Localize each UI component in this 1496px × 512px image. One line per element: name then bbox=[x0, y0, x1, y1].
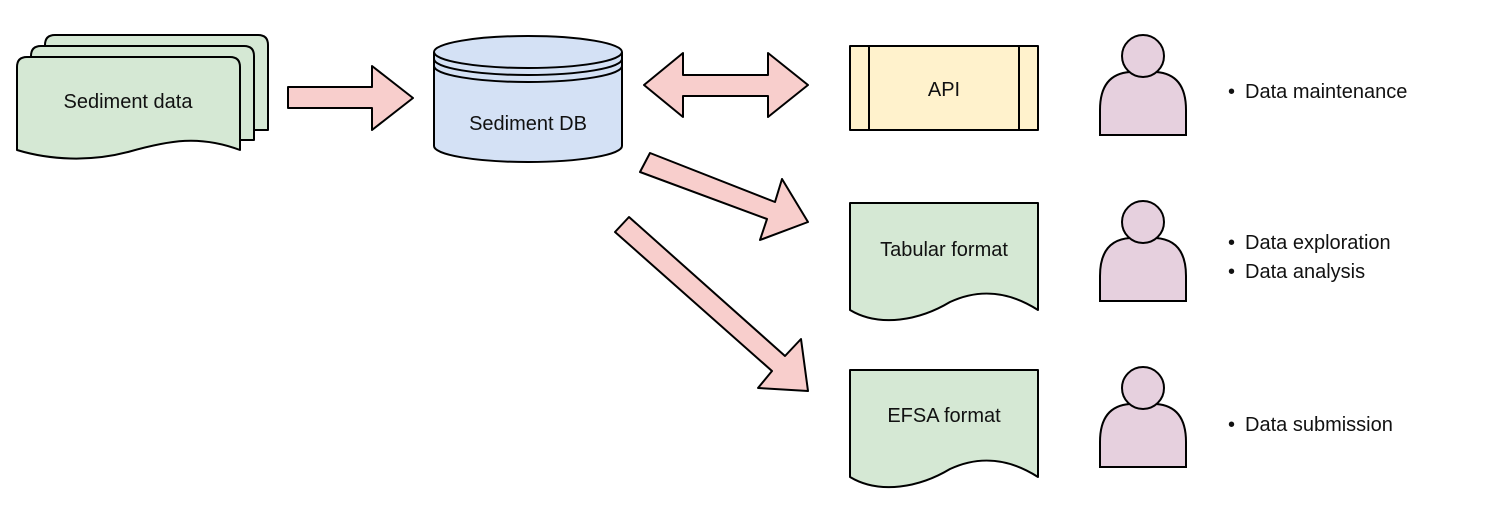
database-top-rim-3 bbox=[433, 65, 623, 83]
api-label: API bbox=[928, 79, 960, 101]
efsa-format-node[interactable]: EFSA format bbox=[849, 369, 1039, 489]
person-body bbox=[1099, 71, 1187, 136]
double-arrow-db-api bbox=[643, 52, 809, 118]
person-icon bbox=[1099, 366, 1187, 468]
sediment-data-node[interactable]: Sediment data bbox=[16, 34, 269, 160]
user-0-bullets: •Data maintenance bbox=[1228, 81, 1407, 103]
arrow-db-to-efsa bbox=[614, 216, 809, 392]
database-top-rim-2 bbox=[433, 58, 623, 76]
person-body bbox=[1099, 237, 1187, 302]
database-body bbox=[433, 35, 623, 163]
api-node[interactable]: API bbox=[849, 45, 1039, 131]
tabular-document-shape bbox=[849, 202, 1039, 322]
person-head bbox=[1121, 34, 1165, 78]
bullet-item: •Data exploration bbox=[1228, 232, 1391, 254]
bullet-item: •Data maintenance bbox=[1228, 81, 1407, 103]
arrow-data-to-db bbox=[287, 65, 414, 131]
database-top-rim-1 bbox=[433, 51, 623, 69]
efsa-format-label: EFSA format bbox=[887, 405, 1001, 427]
api-box bbox=[849, 45, 1039, 131]
person-body bbox=[1099, 403, 1187, 468]
sediment-data-label: Sediment data bbox=[64, 91, 194, 113]
person-head bbox=[1121, 366, 1165, 410]
document-front-layer bbox=[16, 56, 241, 160]
arrow-db-to-tabular bbox=[639, 152, 809, 241]
sediment-db-node[interactable]: Sediment DB bbox=[433, 35, 623, 163]
user-1-bullets: •Data exploration •Data analysis bbox=[1228, 232, 1391, 283]
person-icon bbox=[1099, 34, 1187, 136]
sediment-db-label: Sediment DB bbox=[469, 113, 587, 135]
user-2-bullets: •Data submission bbox=[1228, 414, 1393, 436]
person-icon bbox=[1099, 200, 1187, 302]
bullet-item: •Data submission bbox=[1228, 414, 1393, 436]
efsa-document-shape bbox=[849, 369, 1039, 489]
bullet-item: •Data analysis bbox=[1228, 261, 1365, 283]
tabular-format-label: Tabular format bbox=[880, 239, 1008, 261]
tabular-format-node[interactable]: Tabular format bbox=[849, 202, 1039, 322]
person-head bbox=[1121, 200, 1165, 244]
